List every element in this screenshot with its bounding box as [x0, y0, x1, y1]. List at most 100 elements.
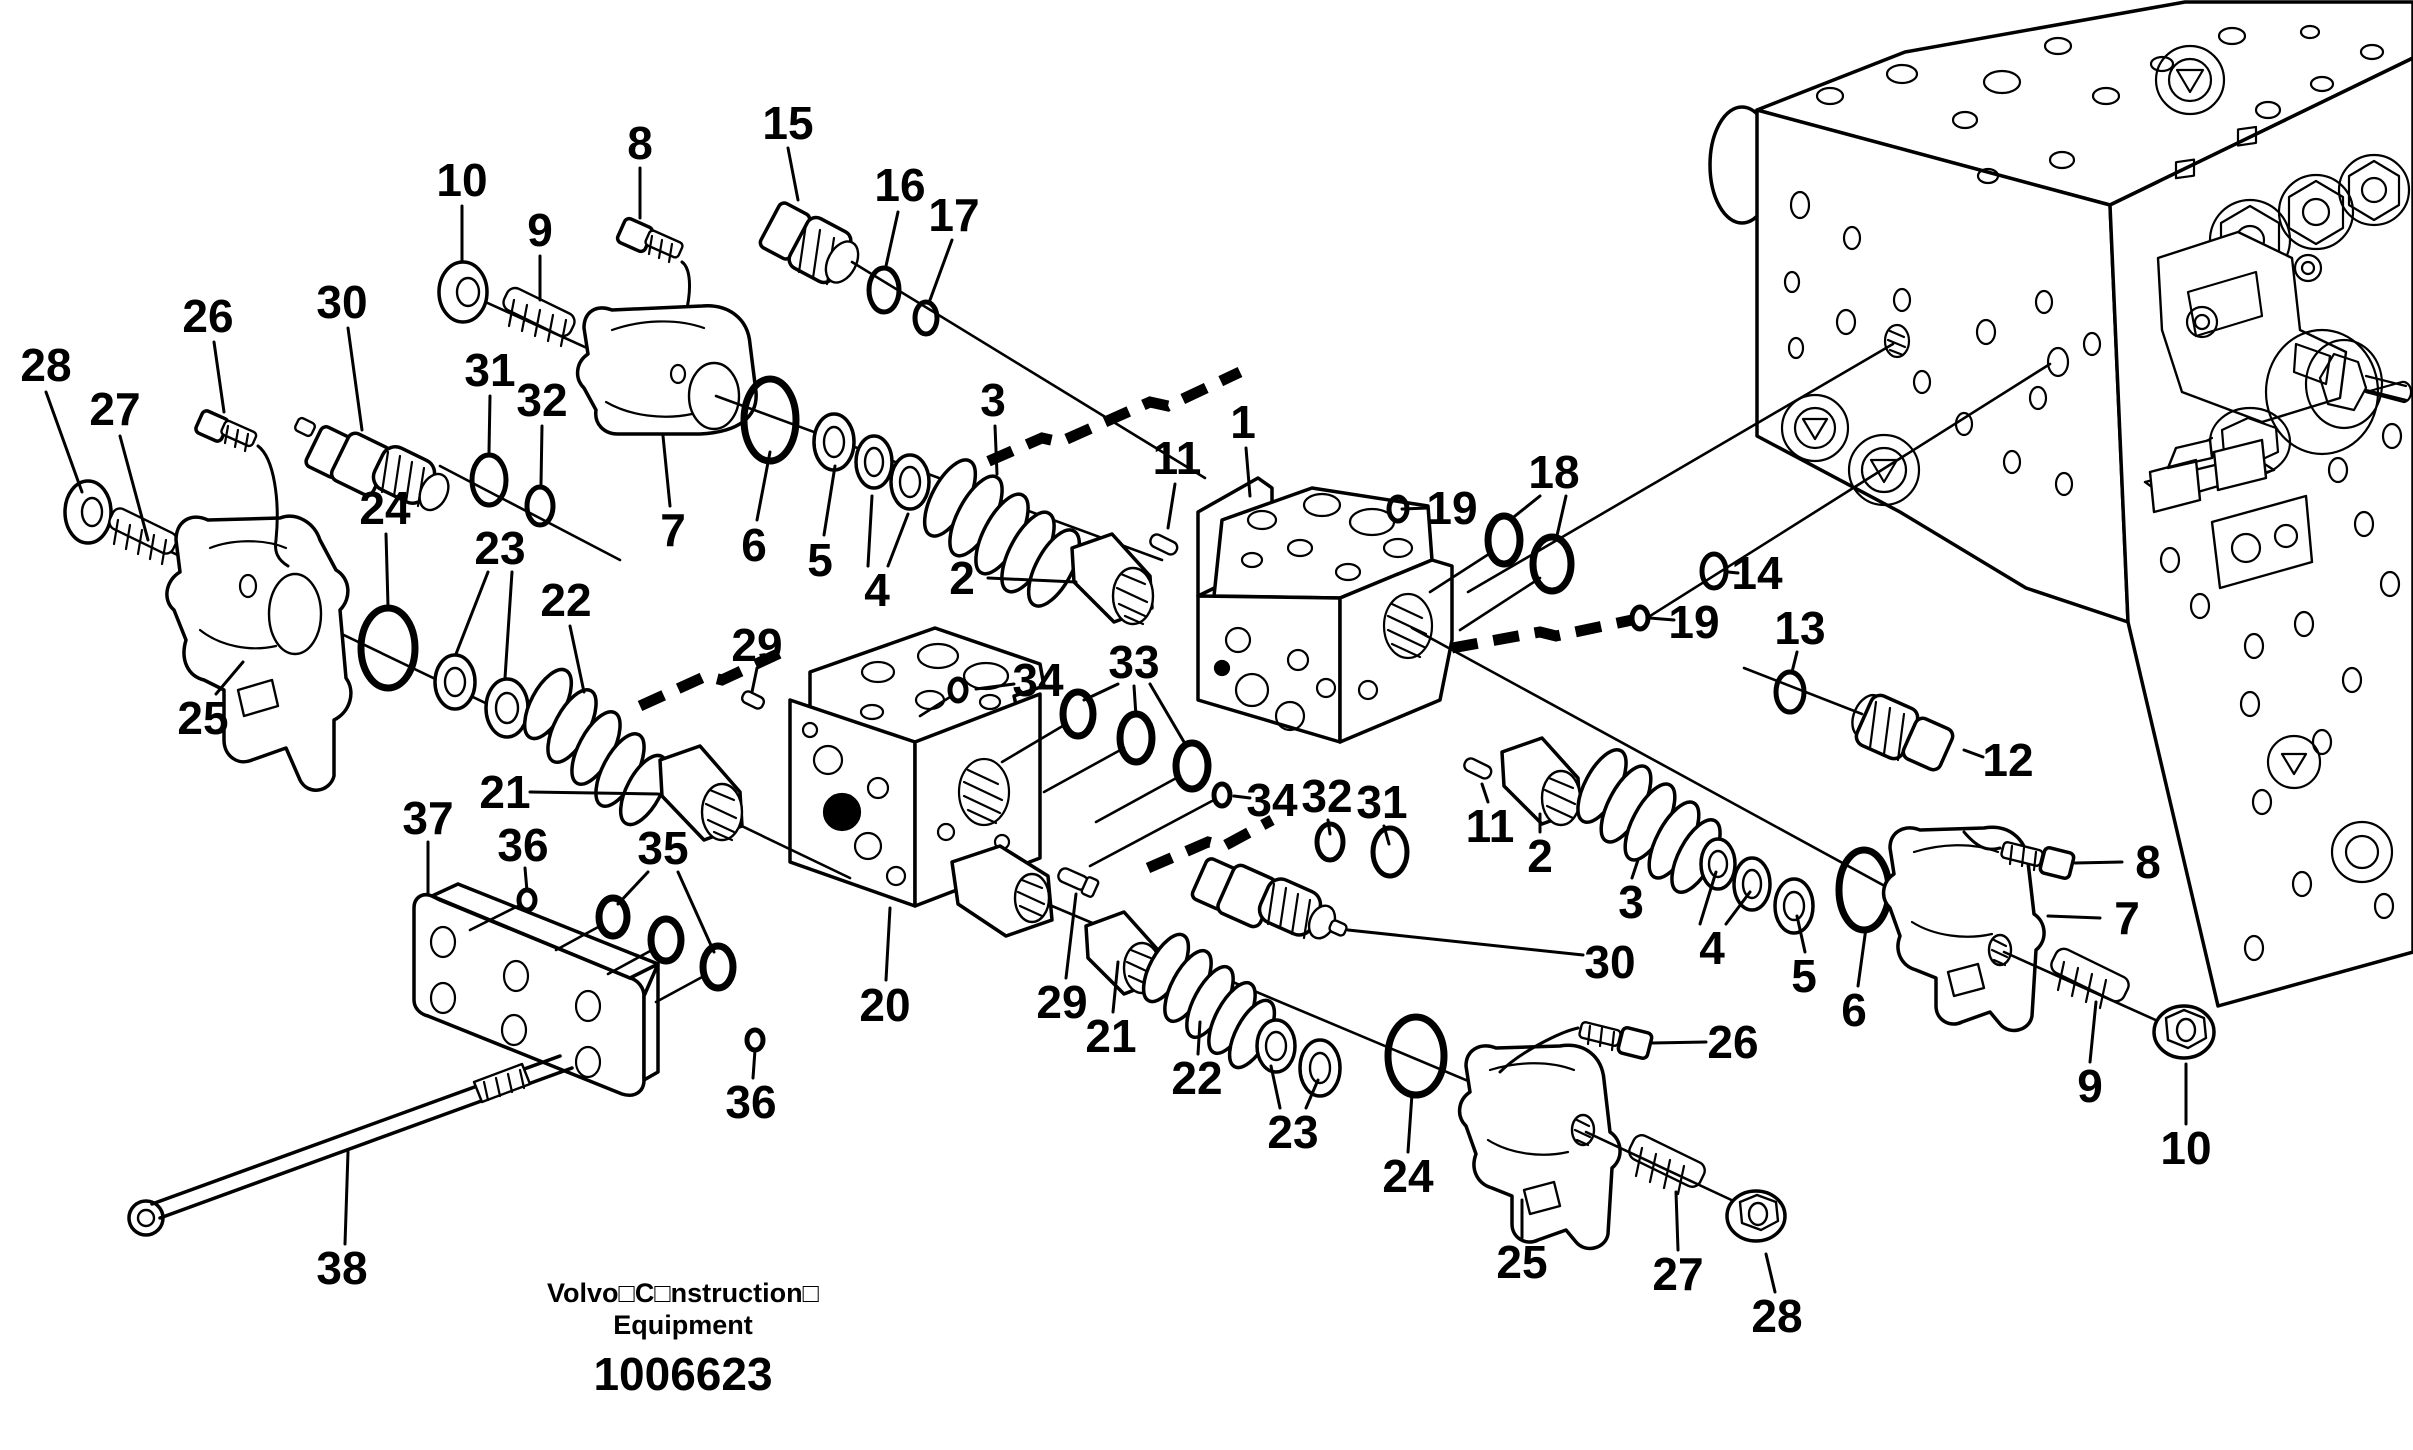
part-label-4-19: 4 [864, 564, 890, 616]
part-19-oring-b [1629, 604, 1651, 632]
manifold-right-face-parts [2143, 125, 2413, 962]
part-label-3-39: 3 [1618, 876, 1644, 928]
leader-line-17 [928, 238, 954, 302]
part-label-28-0: 28 [20, 339, 71, 391]
part-9-stud-b [2002, 947, 2162, 1024]
leader-line-6 [755, 450, 772, 522]
leader-line-29 [750, 666, 759, 694]
part-36-ring-a [516, 887, 538, 913]
part-29-pin [740, 690, 766, 710]
part-label-10-4: 10 [436, 154, 487, 206]
part-21-bushing [658, 744, 744, 842]
leader-line-13 [1790, 650, 1799, 674]
hidden-line-dashed-upper [947, 367, 1243, 484]
part-label-4-40: 4 [1699, 922, 1725, 974]
leader-line-4 [886, 512, 910, 568]
part-31-oring [469, 452, 509, 508]
right-assembly [1410, 551, 2216, 1060]
upper-axis-parts [714, 375, 1634, 654]
part-21-bushing-b [1084, 910, 1162, 996]
part-label-17-9: 17 [928, 189, 979, 241]
leader-line-18 [1508, 494, 1542, 522]
leader-line-30 [1346, 928, 1585, 957]
manifold-top-holes [1815, 24, 2385, 185]
part-11-pin-b [1463, 757, 1493, 780]
part-35-washers [554, 894, 737, 1004]
part-33-orings [1000, 688, 1212, 824]
part-label-19-27: 19 [1668, 596, 1719, 648]
brand-line-2: Equipment [613, 1310, 753, 1340]
part-label-26-48: 26 [1707, 1016, 1758, 1068]
part-label-2-21: 2 [949, 552, 975, 604]
part-label-23-13: 23 [474, 522, 525, 574]
part-label-32-35: 32 [1301, 770, 1352, 822]
part-30-relief-valve-b [1190, 857, 1348, 940]
leader-line-38 [343, 1150, 350, 1246]
part-28-washer [63, 479, 113, 545]
part-29-pin-b [1057, 867, 1100, 898]
leader-line-14 [1726, 570, 1740, 575]
leader-line-28 [44, 390, 84, 494]
leader-line-34 [974, 682, 1016, 691]
drawing-number: 1006623 [593, 1348, 772, 1400]
part-label-36-53: 36 [497, 819, 548, 871]
leader-line-3 [1630, 858, 1640, 880]
part-label-8-6: 8 [627, 117, 653, 169]
part-label-9-45: 9 [2077, 1060, 2103, 1112]
part-24-oring [357, 604, 419, 692]
leader-line-23 [503, 570, 514, 680]
leader-line-4 [866, 494, 874, 568]
part-18-orings [1428, 512, 1575, 632]
leader-line-1 [1244, 446, 1252, 498]
manifold-block [1466, 0, 2413, 1008]
part-8-screw-b [1962, 830, 2076, 880]
leader-line-15 [786, 146, 800, 202]
leader-line-9 [2088, 1000, 2098, 1064]
leader-line-33 [1148, 682, 1186, 744]
leader-line-24 [1406, 1092, 1414, 1154]
part-label-7-43: 7 [2114, 892, 2140, 944]
part-25-bracket-b [1457, 1043, 1622, 1251]
leader-line-23 [1269, 1064, 1282, 1110]
leader-line-28 [1764, 1252, 1777, 1294]
part-8-screw [615, 216, 692, 394]
part-label-26-2: 26 [182, 290, 233, 342]
part-label-13-28: 13 [1774, 602, 1825, 654]
part-label-33-32: 33 [1108, 636, 1159, 688]
leader-line-19 [1648, 616, 1676, 622]
part-31-oring-b [1370, 825, 1410, 879]
part-20-valve-body [788, 626, 1054, 938]
part-22-spring-b [1141, 932, 1277, 1070]
part-label-8-44: 8 [2135, 836, 2161, 888]
part-26-screw [194, 409, 290, 568]
part-label-30-47: 30 [1584, 936, 1635, 988]
part-4-washers-b [1699, 837, 1772, 912]
part-16-oring [866, 265, 902, 315]
leader-line-36 [751, 1048, 757, 1080]
leader-line-23 [454, 570, 490, 656]
part-9-stud [502, 286, 576, 348]
part-label-25-15: 25 [177, 692, 228, 744]
leader-line-4 [1698, 870, 1718, 926]
leader-line-34 [1232, 794, 1252, 800]
part-22-spring [522, 667, 670, 827]
part-17-oring [912, 299, 940, 337]
leader-line-36 [523, 866, 529, 893]
part-label-21-57: 21 [1085, 1010, 1136, 1062]
part-2-bushing-b [1500, 736, 1582, 827]
part-label-24-12: 24 [359, 482, 411, 534]
part-label-28-51: 28 [1751, 1290, 1802, 1342]
part-30-relief-valve [293, 416, 450, 512]
part-28-nut-b [1725, 1189, 1787, 1243]
leader-line-18 [1554, 494, 1568, 542]
hidden-line-dashed-right [1451, 614, 1634, 654]
part-label-11-37: 11 [1466, 800, 1515, 852]
part-label-2-38: 2 [1527, 830, 1553, 882]
part-label-3-20: 3 [980, 374, 1006, 426]
leader-line-7 [661, 434, 672, 508]
part-label-6-17: 6 [741, 519, 767, 571]
leader-line-35 [676, 870, 716, 954]
part-label-19-24: 19 [1426, 482, 1477, 534]
